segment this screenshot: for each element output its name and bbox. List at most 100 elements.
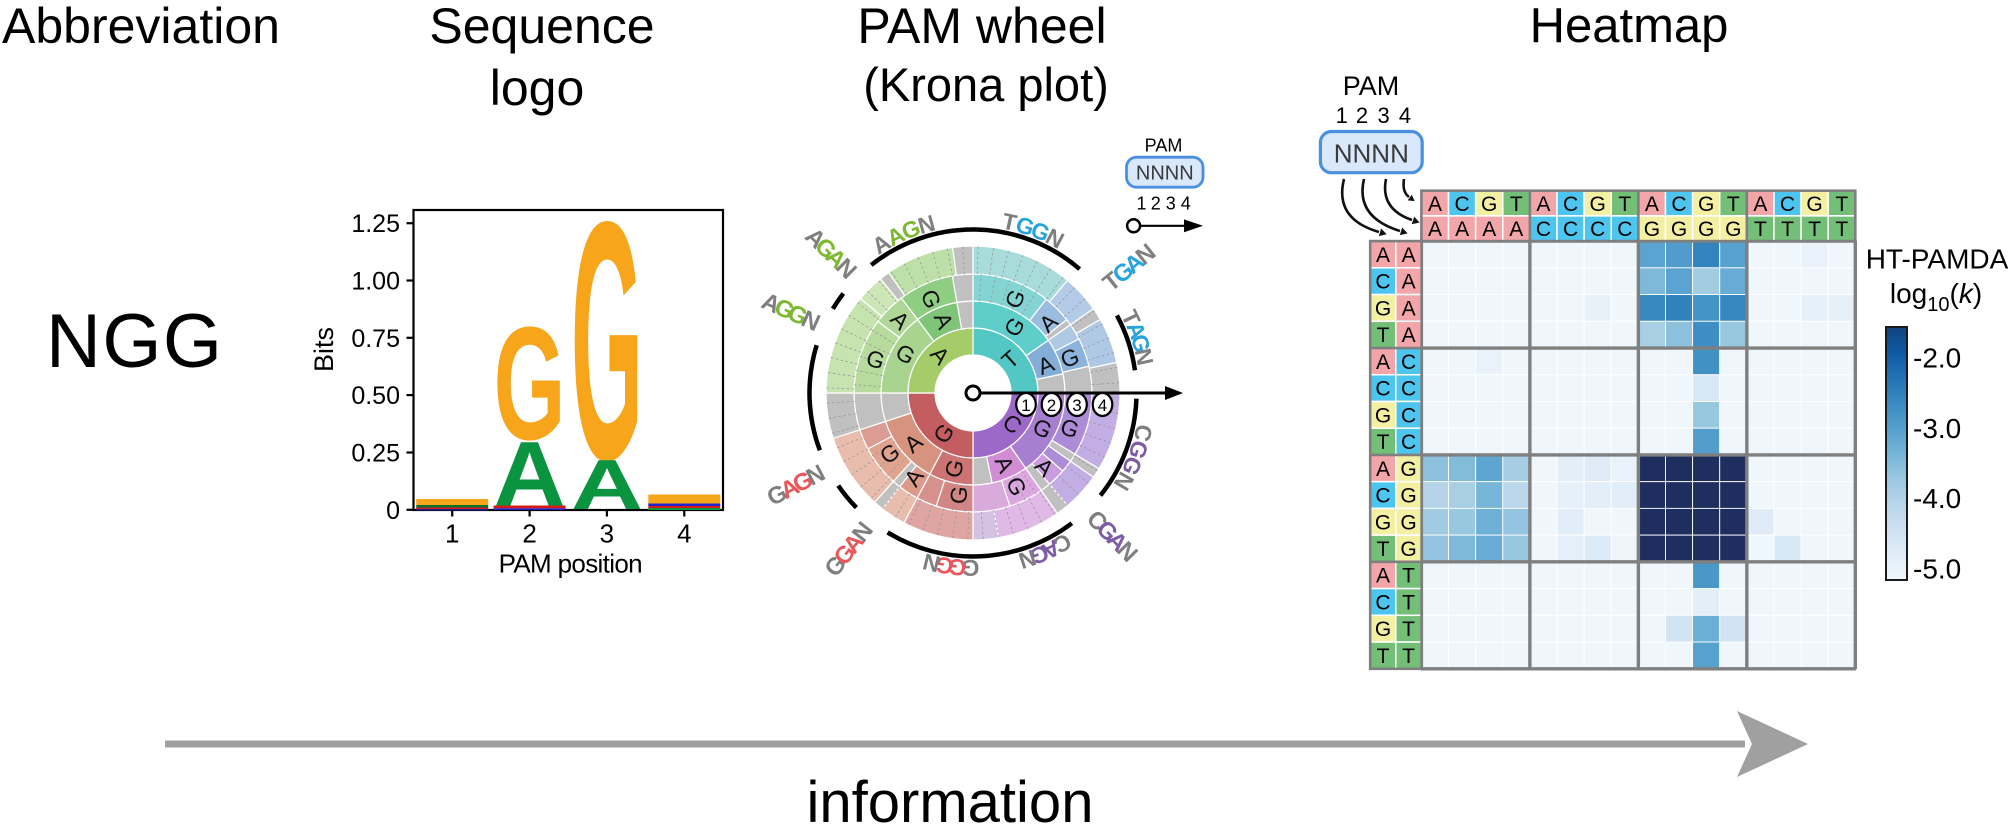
svg-text:PAM position: PAM position — [499, 549, 643, 579]
svg-text:G: G — [945, 484, 973, 505]
svg-text:2: 2 — [522, 519, 536, 549]
svg-text:T: T — [1808, 218, 1821, 241]
svg-text:C: C — [1375, 271, 1390, 294]
svg-text:G: G — [1698, 193, 1714, 216]
svg-text:T: T — [1754, 218, 1767, 241]
svg-text:A: A — [1428, 218, 1442, 241]
svg-text:T: T — [1377, 431, 1390, 454]
svg-text:2: 2 — [1356, 103, 1368, 128]
svg-text:C: C — [1401, 404, 1416, 427]
svg-text:G: G — [1400, 458, 1416, 481]
svg-text:T: T — [1377, 645, 1390, 668]
svg-text:C: C — [1617, 218, 1632, 241]
svg-text:2: 2 — [1151, 193, 1161, 213]
svg-text:N: N — [1015, 544, 1039, 574]
svg-text:G: G — [1698, 218, 1714, 241]
svg-text:Bits: Bits — [309, 327, 339, 372]
svg-text:logo: logo — [490, 60, 585, 116]
svg-text:G: G — [939, 457, 969, 481]
svg-text:1.00: 1.00 — [351, 268, 400, 296]
svg-text:A: A — [1455, 218, 1469, 241]
svg-text:G: G — [1400, 511, 1416, 534]
svg-text:1: 1 — [1021, 396, 1030, 415]
svg-text:G: G — [1481, 193, 1497, 216]
svg-text:G: G — [933, 551, 955, 580]
svg-text:N: N — [920, 548, 942, 577]
svg-text:A: A — [1376, 458, 1390, 481]
svg-text:G: G — [1375, 511, 1391, 534]
svg-text:1: 1 — [445, 519, 459, 549]
svg-text:(Krona plot): (Krona plot) — [863, 58, 1109, 111]
svg-text:NGG: NGG — [46, 299, 222, 384]
svg-text:T: T — [1377, 324, 1390, 347]
svg-text:C: C — [1780, 193, 1795, 216]
svg-text:A: A — [1428, 193, 1442, 216]
svg-text:PAM wheel: PAM wheel — [857, 0, 1106, 54]
svg-text:A: A — [1376, 565, 1390, 588]
svg-text:C: C — [1401, 431, 1416, 454]
svg-text:A: A — [1376, 351, 1390, 374]
svg-text:A: A — [571, 446, 643, 525]
svg-text:C: C — [1536, 218, 1551, 241]
svg-text:N: N — [915, 210, 938, 239]
svg-text:4: 4 — [1181, 193, 1191, 213]
svg-text:Abbreviation: Abbreviation — [2, 0, 280, 54]
svg-text:A: A — [1402, 244, 1416, 267]
svg-text:4: 4 — [1399, 103, 1411, 128]
svg-text:1: 1 — [1136, 193, 1146, 213]
svg-text:T: T — [1000, 208, 1019, 236]
svg-text:C: C — [1129, 422, 1158, 444]
svg-text:C: C — [1375, 592, 1390, 615]
svg-text:2: 2 — [1047, 396, 1056, 415]
svg-text:T: T — [1377, 538, 1390, 561]
svg-text:T: T — [1402, 645, 1415, 668]
svg-text:3: 3 — [1072, 396, 1081, 415]
svg-text:T: T — [1618, 193, 1631, 216]
svg-text:T: T — [1402, 565, 1415, 588]
svg-text:G: G — [1400, 538, 1416, 561]
svg-text:T: T — [1402, 618, 1415, 641]
svg-text:0.50: 0.50 — [351, 382, 400, 410]
svg-text:T: T — [1402, 592, 1415, 615]
svg-text:G: G — [494, 293, 566, 473]
svg-text:A: A — [1645, 193, 1659, 216]
svg-text:C: C — [1375, 485, 1390, 508]
svg-text:A: A — [1482, 218, 1496, 241]
svg-text:NNNN: NNNN — [1136, 163, 1194, 185]
svg-text:-5.0: -5.0 — [1913, 553, 1961, 584]
svg-text:-2.0: -2.0 — [1913, 343, 1961, 374]
svg-text:3: 3 — [1377, 103, 1389, 128]
svg-text:PAM: PAM — [1145, 136, 1183, 156]
svg-text:G: G — [1375, 404, 1391, 427]
svg-text:T: T — [1781, 218, 1794, 241]
svg-text:A: A — [1509, 218, 1523, 241]
svg-text:A: A — [1402, 324, 1416, 347]
svg-text:T: T — [1835, 218, 1848, 241]
svg-text:information: information — [807, 770, 1094, 835]
svg-text:G: G — [1725, 218, 1741, 241]
svg-text:HT-PAMDA: HT-PAMDA — [1866, 244, 2008, 275]
svg-text:T: T — [1510, 193, 1523, 216]
svg-text:-4.0: -4.0 — [1913, 483, 1961, 514]
svg-text:G: G — [1375, 618, 1391, 641]
svg-text:G: G — [571, 150, 643, 531]
svg-text:3: 3 — [1166, 193, 1176, 213]
svg-text:C: C — [1401, 351, 1416, 374]
svg-text:0.75: 0.75 — [351, 325, 400, 353]
svg-text:C: C — [1590, 218, 1605, 241]
svg-text:C: C — [1375, 378, 1390, 401]
svg-text:G: G — [947, 554, 967, 581]
svg-text:G: G — [1590, 193, 1606, 216]
svg-text:C: C — [1563, 193, 1578, 216]
svg-text:N: N — [1130, 346, 1159, 368]
svg-text:A: A — [1536, 193, 1550, 216]
svg-text:1.25: 1.25 — [351, 210, 400, 238]
svg-text:1: 1 — [1336, 103, 1348, 128]
svg-text:A: A — [494, 423, 566, 526]
svg-text:Sequence: Sequence — [429, 0, 654, 54]
svg-text:PAM: PAM — [1343, 71, 1400, 101]
svg-text:G: G — [961, 555, 979, 581]
svg-text:G: G — [1671, 218, 1687, 241]
svg-text:A: A — [1402, 271, 1416, 294]
svg-text:0.25: 0.25 — [351, 440, 400, 468]
